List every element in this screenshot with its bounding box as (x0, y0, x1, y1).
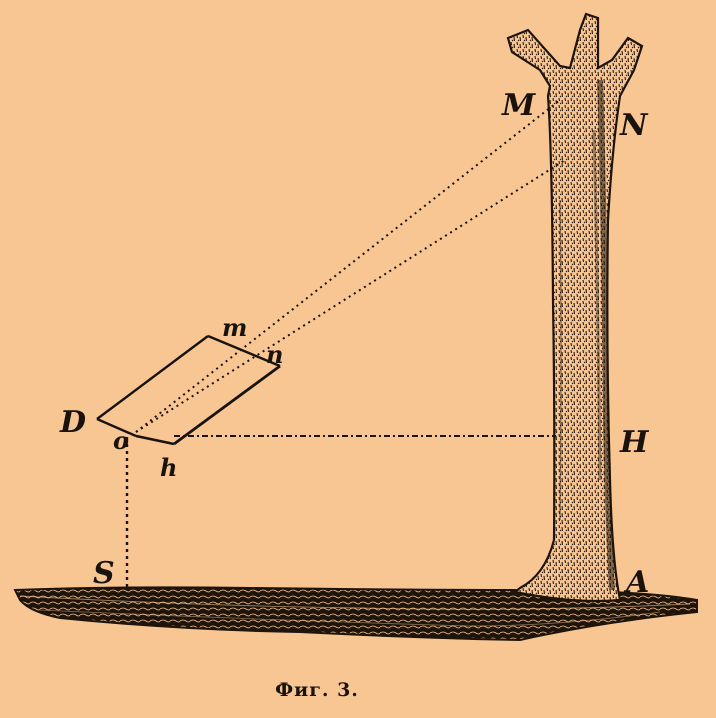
label-S: S (93, 556, 115, 591)
label-h: h (160, 453, 177, 482)
angle-board (96, 334, 281, 446)
ground (13, 586, 698, 642)
tree (506, 12, 644, 603)
label-D: D (59, 405, 86, 440)
point-labels: M N m n D o h H S A (59, 88, 650, 600)
label-H: H (619, 425, 650, 460)
label-n: n (266, 340, 283, 369)
label-M: M (501, 88, 536, 123)
label-A: A (623, 565, 649, 600)
figure-caption: Фиг. 3. (275, 679, 359, 701)
label-m: m (222, 313, 247, 342)
sight-lines (125, 99, 566, 590)
label-o: o (113, 426, 129, 455)
label-N: N (619, 108, 649, 143)
